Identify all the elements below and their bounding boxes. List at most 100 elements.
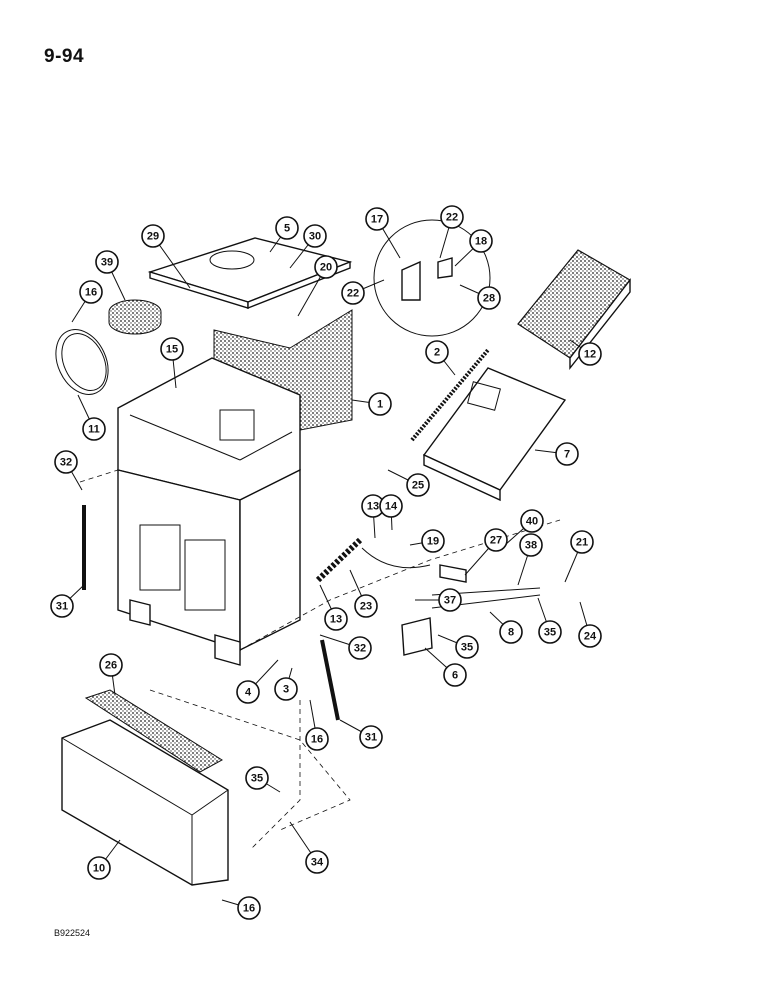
callout-label: 16 bbox=[85, 287, 97, 299]
callout-label: 4 bbox=[245, 687, 252, 699]
callout-31: 31 bbox=[50, 584, 85, 618]
callout-label: 12 bbox=[584, 349, 596, 361]
callout-label: 16 bbox=[311, 734, 323, 746]
callout-20: 20 bbox=[297, 255, 338, 317]
callout-label: 28 bbox=[483, 293, 495, 305]
callout-circle bbox=[519, 533, 543, 557]
callout-30: 30 bbox=[289, 224, 327, 269]
callout-label: 40 bbox=[526, 516, 538, 528]
callout-circle bbox=[303, 224, 327, 248]
callout-39: 39 bbox=[95, 250, 126, 301]
callout-21: 21 bbox=[564, 530, 594, 583]
callout-17: 17 bbox=[365, 207, 401, 259]
callout-7: 7 bbox=[534, 442, 579, 466]
callout-circle bbox=[50, 594, 74, 618]
callout-22: 22 bbox=[439, 205, 464, 259]
callout-label: 22 bbox=[347, 288, 359, 300]
callout-label: 29 bbox=[147, 231, 159, 243]
callout-label: 11 bbox=[88, 424, 100, 436]
callout-4: 4 bbox=[236, 659, 279, 704]
callout-label: 38 bbox=[525, 540, 537, 552]
callout-circle bbox=[365, 207, 389, 231]
figure-code: B922524 bbox=[54, 928, 91, 938]
callout-label: 21 bbox=[576, 537, 588, 549]
callout-label: 25 bbox=[412, 480, 424, 492]
callout-circle bbox=[425, 340, 449, 364]
callout-circle bbox=[499, 620, 523, 644]
gasket-ring bbox=[55, 329, 109, 395]
callout-label: 3 bbox=[283, 684, 289, 696]
callout-35: 35 bbox=[537, 597, 562, 644]
callout-label: 7 bbox=[564, 449, 570, 461]
callout-circle bbox=[578, 624, 602, 648]
callout-label: 13 bbox=[367, 501, 379, 513]
callout-label: 17 bbox=[371, 214, 383, 226]
drain-hose bbox=[320, 639, 340, 721]
callout-27: 27 bbox=[464, 528, 508, 576]
callout-35: 35 bbox=[245, 766, 281, 793]
callout-circle bbox=[305, 850, 329, 874]
callout-label: 18 bbox=[475, 236, 487, 248]
callout-label: 39 bbox=[101, 257, 113, 269]
callout-circle bbox=[455, 635, 479, 659]
heater-core bbox=[61, 719, 229, 886]
callout-label: 35 bbox=[251, 773, 263, 785]
callout-label: 23 bbox=[360, 601, 372, 613]
callout-15: 15 bbox=[160, 337, 184, 389]
callout-label: 30 bbox=[309, 231, 321, 243]
callout-circle bbox=[440, 205, 464, 229]
callout-circle bbox=[354, 594, 378, 618]
callout-label: 16 bbox=[243, 903, 255, 915]
callout-8: 8 bbox=[489, 611, 523, 644]
callout-31: 31 bbox=[339, 719, 383, 749]
callout-18: 18 bbox=[454, 229, 493, 267]
callout-circle bbox=[237, 896, 261, 920]
callout-label: 1 bbox=[377, 399, 383, 411]
callout-label: 24 bbox=[584, 631, 597, 643]
callout-19: 19 bbox=[409, 529, 445, 553]
callout-circle bbox=[99, 653, 123, 677]
callout-circle bbox=[245, 766, 269, 790]
detail-inset bbox=[373, 219, 491, 337]
callout-37: 37 bbox=[415, 588, 462, 612]
callout-16: 16 bbox=[71, 280, 103, 323]
callout-label: 35 bbox=[461, 642, 473, 654]
callout-circle bbox=[236, 680, 260, 704]
foam-strip bbox=[84, 689, 223, 773]
callout-circle bbox=[421, 529, 445, 553]
callout-16: 16 bbox=[221, 896, 261, 920]
callout-14: 14 bbox=[379, 494, 403, 531]
callout-16: 16 bbox=[305, 699, 329, 751]
callout-circle bbox=[469, 229, 493, 253]
callout-label: 27 bbox=[490, 535, 502, 547]
callout-label: 26 bbox=[105, 660, 117, 672]
callout-11: 11 bbox=[77, 394, 106, 441]
callout-26: 26 bbox=[99, 653, 123, 696]
callout-label: 19 bbox=[427, 536, 439, 548]
callout-10: 10 bbox=[87, 839, 121, 880]
callout-label: 5 bbox=[284, 223, 290, 235]
callout-circle bbox=[54, 450, 78, 474]
water-valve bbox=[401, 617, 433, 656]
callout-38: 38 bbox=[517, 533, 543, 586]
callout-circle bbox=[406, 473, 430, 497]
callout-3: 3 bbox=[274, 667, 298, 701]
seal-strip bbox=[410, 348, 490, 442]
callout-label: 13 bbox=[330, 614, 342, 626]
callout-28: 28 bbox=[459, 284, 501, 310]
callout-label: 14 bbox=[385, 501, 398, 513]
callout-label: 31 bbox=[365, 732, 377, 744]
callout-25: 25 bbox=[387, 469, 430, 497]
callout-circle bbox=[141, 224, 165, 248]
callout-13: 13 bbox=[361, 494, 385, 539]
filter-tray bbox=[422, 367, 567, 502]
callout-label: 31 bbox=[56, 601, 68, 613]
callout-circle bbox=[314, 255, 338, 279]
callout-circle bbox=[438, 588, 462, 612]
callout-circle bbox=[87, 856, 111, 880]
callout-label: 20 bbox=[320, 262, 332, 274]
callout-label: 32 bbox=[354, 643, 366, 655]
callout-circle bbox=[538, 620, 562, 644]
callout-label: 35 bbox=[544, 627, 556, 639]
callout-22: 22 bbox=[341, 279, 385, 305]
